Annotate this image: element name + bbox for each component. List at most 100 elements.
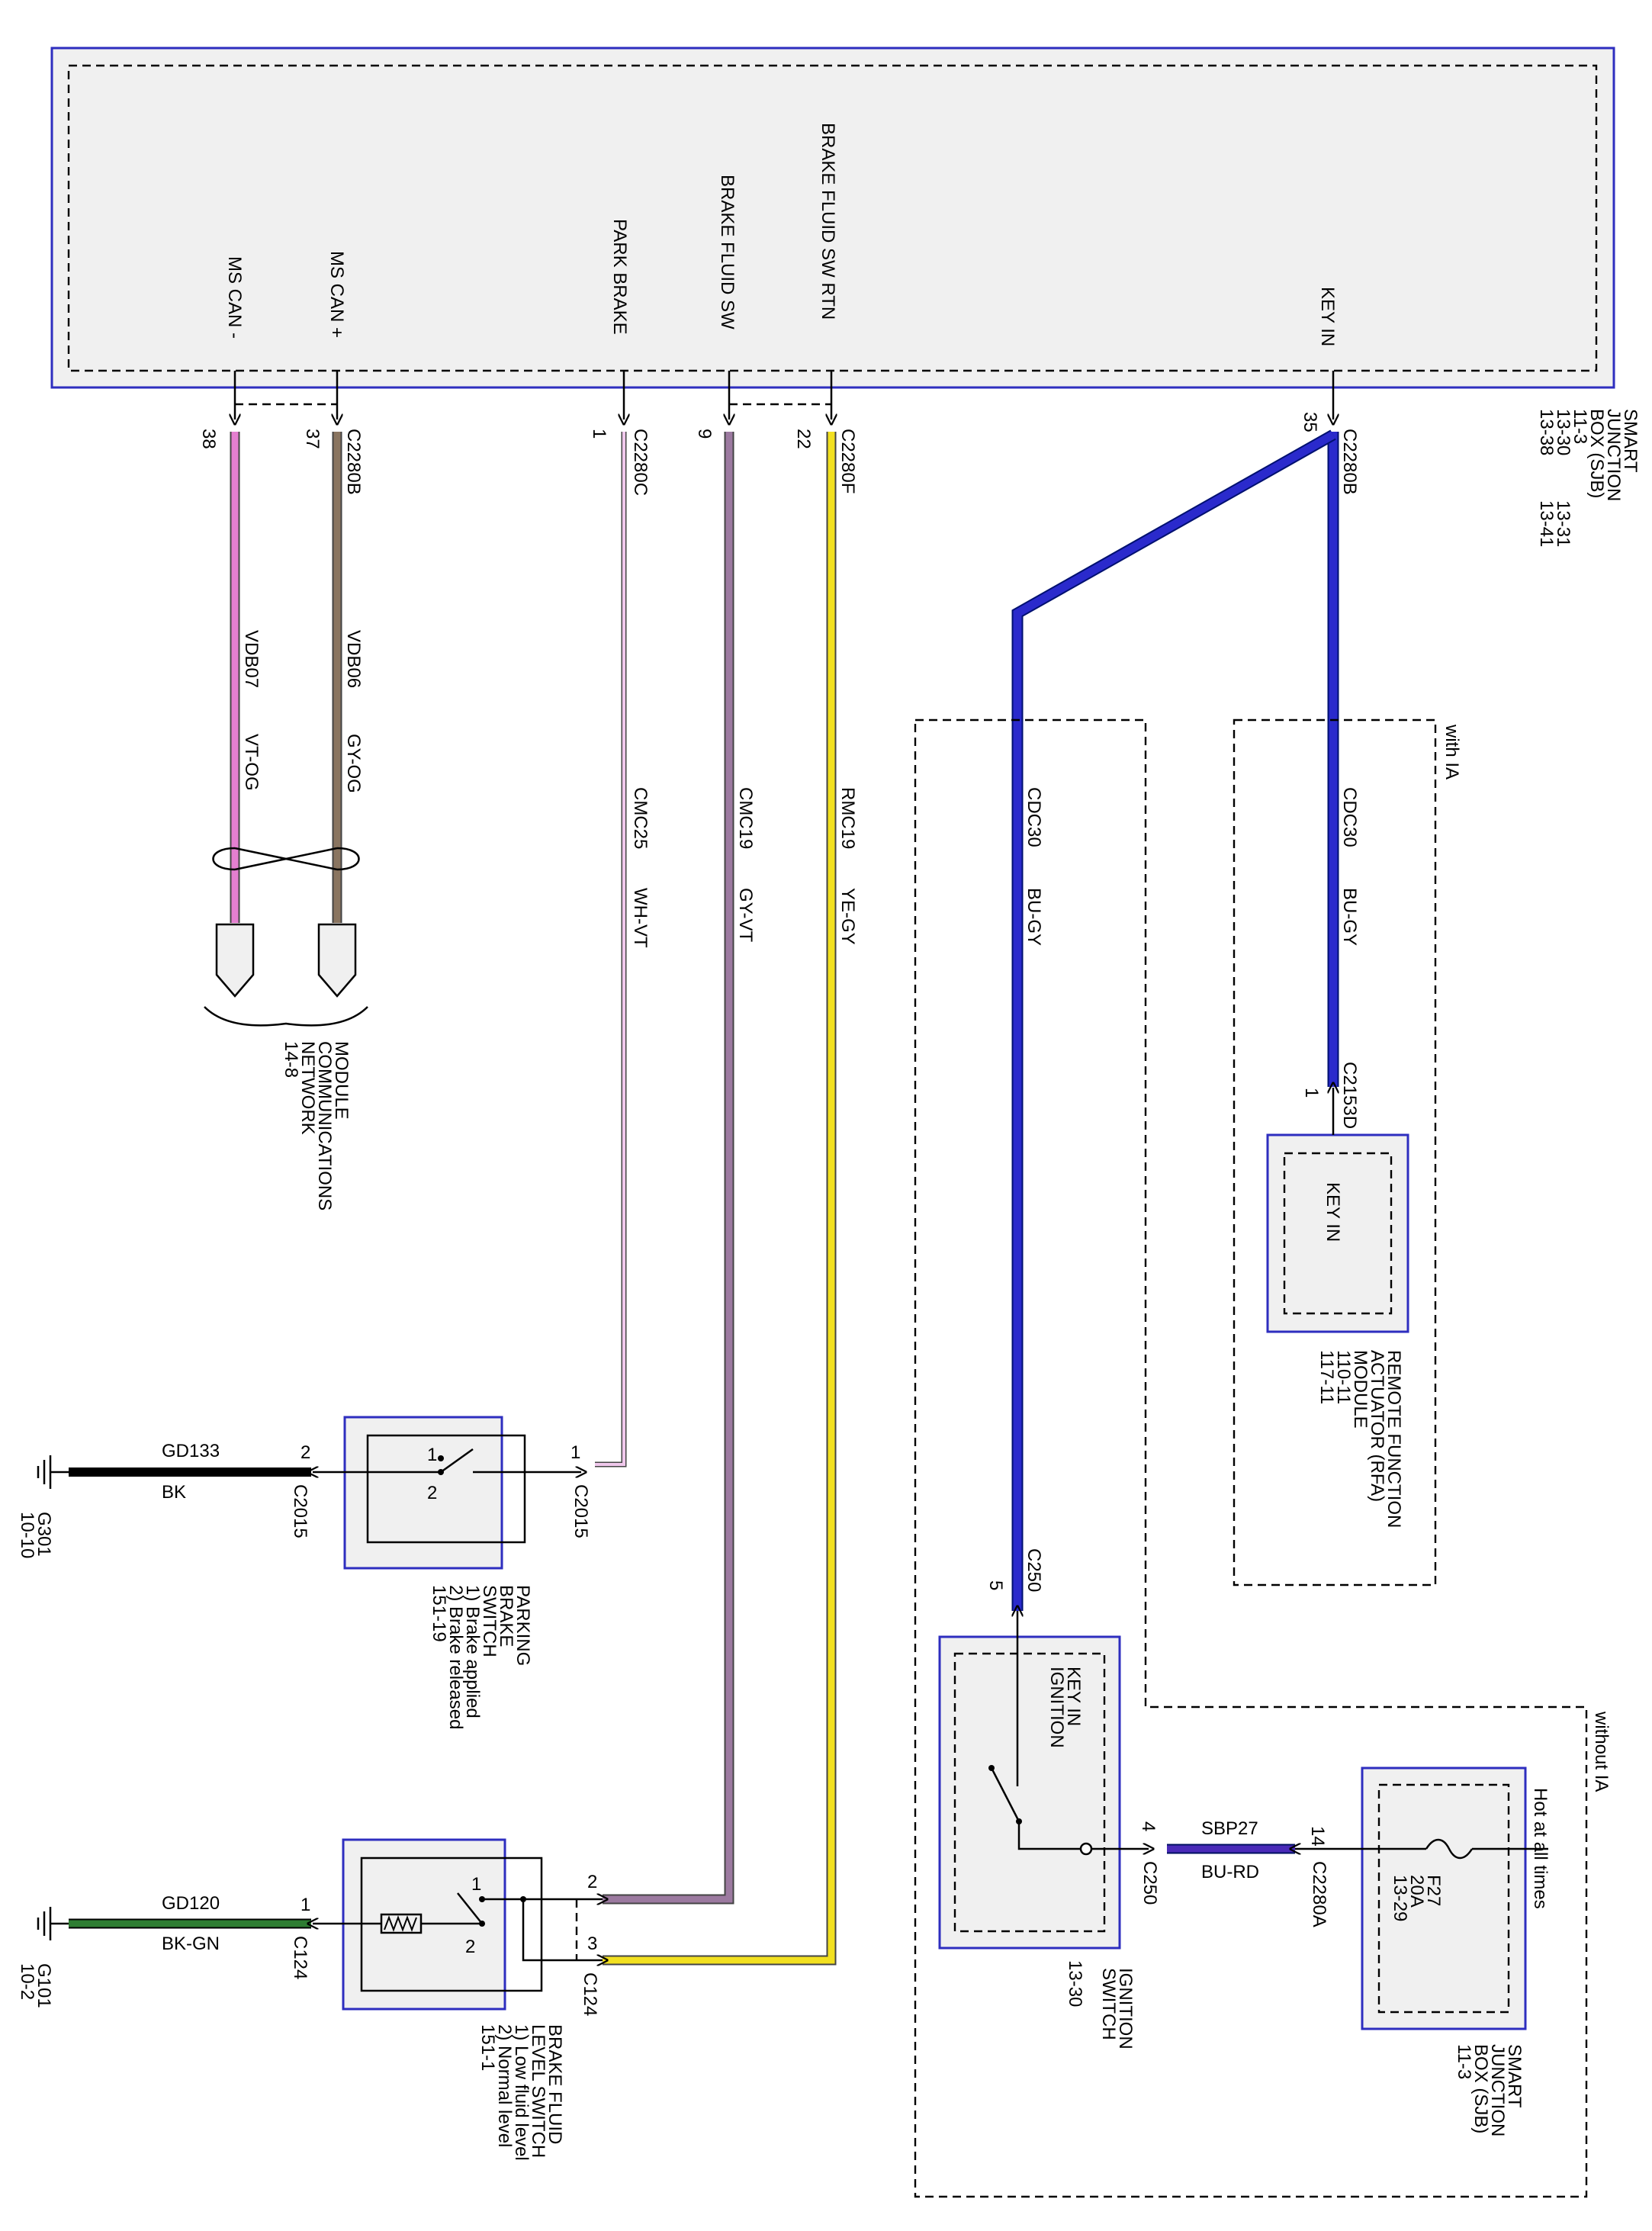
pin-number-1: 1	[589, 429, 609, 439]
pbs-name-line: 151-19	[429, 1585, 449, 1642]
wire-label-wh-vt: WH-VT	[630, 888, 651, 948]
bfls-name-line: 151-1	[477, 2024, 498, 2071]
wire-cdc30-ign	[1011, 429, 1336, 1611]
bfls-connector-right: C124	[580, 1972, 600, 2016]
wire-cmc19	[603, 432, 734, 1905]
bfls-name: BRAKE FLUID LEVEL SWITCH 1) Low fluid le…	[477, 2024, 565, 2161]
pin-number-38: 38	[198, 429, 219, 449]
ign-name-line: IGNITION	[1115, 1968, 1136, 2049]
sjb-bottom-pin: 14	[1307, 1826, 1328, 1847]
mcn-name-line: COMMUNICATIONS	[314, 1041, 335, 1210]
wire-label-vt-og: VT-OG	[241, 734, 262, 791]
rfa-key-in-label: KEY IN	[1323, 1182, 1343, 1242]
ign-pin-right: 4	[1138, 1821, 1159, 1831]
bfls-pin-left: 1	[301, 1895, 310, 1915]
sjb-bottom-module	[1327, 1766, 1548, 2030]
fuse-label-line: 20A	[1406, 1875, 1427, 1908]
bfls-contact-2: 2	[465, 1937, 475, 1957]
rfa-name-line: MODULE	[1350, 1350, 1371, 1429]
wire-label-vdb07: VDB07	[241, 630, 262, 688]
pbs-name-line: 2) Brake released	[445, 1585, 466, 1729]
fuse-label-line: 13-29	[1390, 1875, 1410, 1921]
rfa-ref: 110-11	[1333, 1350, 1354, 1404]
bfls-connector-left: C124	[290, 1936, 310, 1979]
wire-label-gy-og: GY-OG	[343, 734, 364, 793]
pin-label-ms-can-plus: MS CAN +	[326, 251, 347, 338]
sjb-bottom-hot-label: Hot at all times	[1530, 1788, 1551, 1909]
pin-label-brake-fluid-sw: BRAKE FLUID SW	[717, 175, 738, 330]
sjb-top-name-line: SMART	[1620, 409, 1641, 473]
mcn-name-line: NETWORK	[297, 1041, 318, 1135]
pin-number-37: 37	[302, 429, 323, 449]
sjb-top-ref: 13-31	[1553, 500, 1573, 547]
sjb-top-name: SMART JUNCTION BOX (SJB) 11-3 13-30 13-3…	[1536, 409, 1641, 547]
ground-ref: 10-10	[17, 1512, 37, 1558]
wire-label-bu-gy-ign: BU-GY	[1024, 888, 1044, 946]
ign-name-line: SWITCH	[1098, 1968, 1119, 2040]
pbs-pin-left: 2	[301, 1442, 310, 1463]
wire-label-rmc19: RMC19	[837, 787, 858, 849]
rfa-name-line: ACTUATOR (RFA)	[1367, 1350, 1387, 1502]
fuse-icon	[1425, 1838, 1474, 1860]
sjb-top-name-line: JUNCTION	[1603, 409, 1624, 501]
mcn-plug-vdb06	[317, 923, 357, 998]
ground-icon	[37, 1455, 69, 1489]
wire-label-bu-rd: BU-RD	[1201, 1862, 1259, 1882]
pbs-contact-2: 2	[427, 1483, 437, 1503]
ign-label: KEY IN IGNITION	[1046, 1667, 1084, 1748]
ign-label-line: IGNITION	[1046, 1667, 1067, 1748]
sjb-top-module	[50, 47, 1615, 389]
pbs-name-line: 1) Brake applied	[462, 1585, 483, 1718]
mcn-label: MODULE COMMUNICATIONS NETWORK 14-8	[281, 1041, 352, 1210]
sjb-bottom-connector: C2280A	[1309, 1861, 1329, 1927]
parking-brake-switch	[336, 1416, 564, 1570]
bfls-name-line: LEVEL SWITCH	[528, 2024, 548, 2158]
connector-c2280c: C2280C	[630, 429, 651, 496]
ignition-switch	[938, 1629, 1121, 1950]
wire-cmc25	[595, 432, 627, 1468]
wire-label-cmc19: CMC19	[735, 787, 756, 849]
option-with-ia-boundary	[1233, 718, 1437, 1586]
option-without-ia-label: without IA	[1591, 1711, 1612, 1792]
ign-label-line: KEY IN	[1063, 1667, 1084, 1726]
rfa-name: REMOTE FUNCTION ACTUATOR (RFA) MODULE 11…	[1316, 1350, 1404, 1528]
sjb-top-ref: 13-30	[1553, 409, 1573, 455]
pin-label-ms-can-minus: MS CAN -	[224, 256, 245, 339]
fuse-label-line: F27	[1423, 1875, 1444, 1906]
sjb-top-ref: 11-3	[1570, 409, 1590, 444]
twisted-pair-icon	[212, 847, 360, 871]
ign-connector-right: C250	[1139, 1861, 1160, 1905]
wire-label-sbp27: SBP27	[1201, 1818, 1258, 1839]
rfa-connector: C2153D	[1339, 1062, 1360, 1129]
bfls-name-line: 1) Low fluid level	[511, 2024, 532, 2161]
ground-g101-label: G101 10-2	[17, 1963, 54, 2008]
connector-c2280b-key: C2280B	[1339, 429, 1360, 495]
bfls-name-line: BRAKE FLUID	[545, 2024, 565, 2144]
pin-label-brake-fluid-sw-rtn: BRAKE FLUID SW RTN	[818, 123, 838, 320]
pin-number-35: 35	[1300, 412, 1320, 432]
pbs-name-line: SWITCH	[479, 1585, 500, 1657]
ground-g301-label: G301 10-10	[17, 1512, 54, 1558]
wire-label-cmc25: CMC25	[630, 787, 651, 849]
pin-number-9: 9	[694, 429, 715, 439]
ground-name: G301	[34, 1512, 54, 1557]
pbs-name-line: PARKING	[513, 1585, 533, 1666]
wire-label-cdc30-ign: CDC30	[1024, 787, 1044, 847]
mcn-plug-vdb07	[215, 923, 255, 998]
ign-connector-top: C250	[1024, 1548, 1044, 1592]
mcn-ref: 14-8	[281, 1041, 301, 1078]
wire-label-ye-gy: YE-GY	[837, 888, 858, 945]
mcn-name-line: MODULE	[331, 1041, 352, 1120]
rfa-pin: 1	[1301, 1088, 1322, 1098]
wire-label-gd120: GD120	[162, 1893, 220, 1914]
sjb-top-ref: 13-41	[1536, 500, 1557, 547]
rfa-ref: 117-11	[1316, 1350, 1337, 1404]
mcn-brace-icon	[204, 1006, 368, 1027]
pbs-connector-left: C2015	[290, 1484, 310, 1538]
rfa-module	[1266, 1107, 1409, 1333]
wire-label-vdb06: VDB06	[343, 630, 364, 688]
option-without-ia-boundary	[914, 718, 1588, 2198]
option-with-ia-label: with IA	[1441, 724, 1462, 780]
wire-label-bk: BK	[162, 1482, 186, 1503]
connector-c2280b: C2280B	[343, 429, 364, 495]
